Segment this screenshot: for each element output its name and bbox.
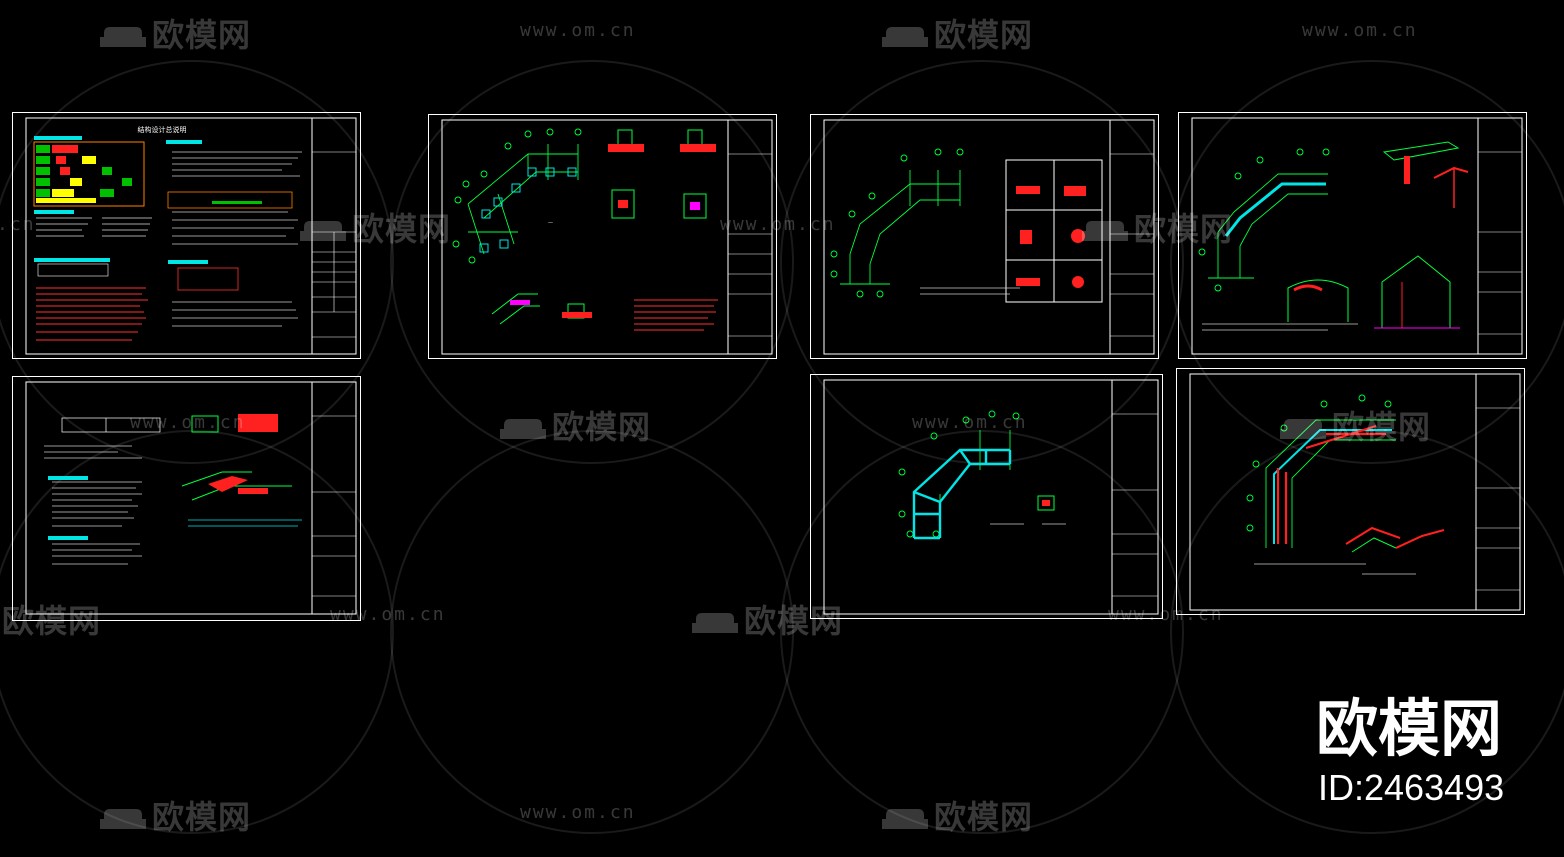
watermark-logo: 欧模网 [100, 792, 251, 838]
watermark-logo-text: 欧模网 [152, 798, 252, 836]
sofa-logo-icon [882, 809, 928, 829]
watermark-logo: 欧模网 [1280, 402, 1431, 448]
watermark-logo-text: 欧模网 [2, 602, 102, 640]
watermark-url: www.om.cn [520, 802, 636, 823]
sheet-beam-plan [810, 374, 1164, 620]
watermark-logo-text: 欧模网 [934, 16, 1034, 54]
sheet-roof-plan [1178, 112, 1528, 360]
watermark-logo: 欧模网 [0, 596, 101, 642]
watermark-url: www.om.cn [130, 412, 246, 433]
sheet-rafter-plan [1176, 368, 1526, 616]
sofa-logo-icon [1280, 419, 1326, 439]
watermark-logo: 欧模网 [882, 792, 1033, 838]
watermark-logo-text: 欧模网 [152, 16, 252, 54]
sofa-logo-icon [1082, 221, 1128, 241]
svg-text:—: — [548, 220, 553, 226]
watermark-logo: 欧模网 [1082, 204, 1233, 250]
sofa-logo-icon [300, 221, 346, 241]
watermark-logo: 欧模网 [500, 402, 651, 448]
watermark-url: www.om.cn [520, 20, 636, 41]
sheet-foundation-plan: — [428, 114, 778, 360]
sofa-logo-icon [692, 613, 738, 633]
watermark-logo-text: 欧模网 [352, 210, 452, 248]
sheet-title: 结构设计总说明 [138, 125, 187, 134]
sofa-logo-icon [100, 809, 146, 829]
watermark-url: www.om.cn [1108, 604, 1224, 625]
sofa-logo-icon [882, 27, 928, 47]
watermark-logo-text: 欧模网 [744, 602, 844, 640]
watermark-logo-text: 欧模网 [1332, 408, 1432, 446]
watermark-logo: 欧模网 [882, 10, 1033, 56]
sheet-detail-notes [12, 376, 362, 622]
sheet-column-plan [810, 114, 1160, 360]
watermark-logo-text: 欧模网 [552, 408, 652, 446]
watermark-logo-text: 欧模网 [1134, 210, 1234, 248]
watermark-url: www.om.cn [720, 214, 836, 235]
sofa-logo-icon [500, 419, 546, 439]
brand-id: ID:2463493 [1318, 767, 1505, 808]
watermark-logo: 欧模网 [692, 596, 843, 642]
sofa-logo-icon [100, 27, 146, 47]
watermark-url: www.om.cn [912, 412, 1028, 433]
watermark-logo-text: 欧模网 [934, 798, 1034, 836]
watermark-url: www.om.cn [0, 214, 36, 235]
watermark-url: www.om.cn [330, 604, 446, 625]
brand-name: 欧模网 [1316, 692, 1503, 765]
sheet-structural-notes: 结构设计总说明 [12, 112, 362, 360]
watermark-logo: 欧模网 [100, 10, 251, 56]
watermark-url: www.om.cn [1302, 20, 1418, 41]
watermark-logo: 欧模网 [300, 204, 451, 250]
